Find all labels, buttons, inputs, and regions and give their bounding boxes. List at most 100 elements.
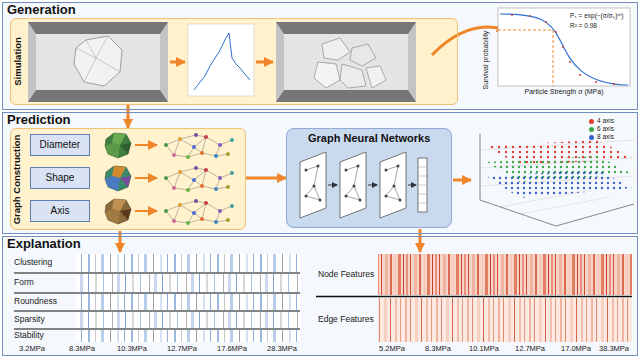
particle-graph: [164, 199, 234, 225]
polyhedron: [105, 143, 120, 158]
gnn-layers: [305, 165, 402, 202]
survival-plot: [562, 46, 564, 48]
survival-plot: [511, 14, 513, 16]
polyhedron: [105, 133, 131, 224]
gnn-layers: [300, 152, 427, 218]
gnn-layers: [380, 152, 406, 218]
simulation-render: [366, 66, 386, 88]
feature-heatmap: [76, 330, 300, 342]
row-label: Clustering: [14, 258, 52, 268]
gnn-layers: [306, 166, 320, 200]
feature-heatmap: [76, 294, 300, 310]
gnn-layers: [346, 166, 360, 200]
tick-label: 10.3MPa: [117, 345, 147, 354]
particle-graph: [164, 133, 234, 159]
scatter-plot: [486, 170, 632, 198]
gnn-layers: [306, 166, 400, 200]
gnn-layers: [340, 152, 366, 218]
legend-swatch: [589, 119, 594, 124]
survival-plot: [579, 74, 581, 76]
process-arrow: [119, 231, 122, 252]
gnn-layers: [328, 185, 416, 186]
tick-label: 3.2MPa: [19, 345, 45, 354]
feature-heatmap: [76, 274, 300, 292]
gnn-layers: [399, 199, 402, 202]
row-label: Edge Features: [318, 315, 374, 325]
scatter-plot: [480, 134, 634, 226]
process-arrow: [170, 27, 506, 62]
process-arrow: [120, 180, 471, 252]
gnn-layers: [393, 185, 396, 188]
survival-plot: [500, 14, 628, 85]
simulation-render: [28, 22, 168, 102]
section-title: Prediction: [7, 113, 71, 128]
gnn-title: Graph Neural Networks: [308, 132, 430, 145]
simulation-render: [350, 44, 376, 66]
gnn-layers: [357, 165, 360, 168]
panel-fills: [2, 2, 638, 110]
polyhedron: [120, 209, 131, 220]
legend-text: 6 axis: [597, 125, 614, 132]
gnn-layers: [353, 185, 356, 188]
axis-label: Particle Strength σ (MPa): [525, 88, 604, 96]
legend-text: 8 axis: [597, 133, 614, 140]
flow-arrow: [246, 177, 286, 180]
gnn-layers: [305, 169, 308, 172]
legend-text: 4 axis: [597, 117, 614, 124]
simulation-render: [322, 38, 350, 60]
survival-plot: [511, 14, 615, 85]
polyhedron: [105, 199, 131, 224]
force-displacement-plot: [188, 24, 254, 96]
feature-box: Axis: [30, 200, 90, 222]
gnn-layers: [418, 176, 427, 177]
survival-plot: [613, 83, 615, 85]
gnn-layers: [418, 185, 427, 186]
feature-heatmap: [76, 312, 300, 328]
formula: R² = 0.98: [570, 22, 597, 29]
feature-heatmap: [14, 328, 300, 329]
feature-box: Shape: [30, 167, 90, 189]
simulation-render: [276, 22, 416, 102]
polyhedron: [120, 176, 131, 187]
gnn-layers: [418, 203, 427, 204]
survival-plot: [498, 8, 630, 86]
polyhedron: [120, 143, 131, 154]
feature-heatmap: [14, 273, 300, 329]
survival-plot: [555, 31, 557, 33]
section-title: Explanation: [7, 237, 81, 252]
survival-plot: [595, 81, 597, 83]
polyhedron: [105, 166, 131, 191]
survival-plot: [553, 30, 554, 86]
stage-box: Graph ConstructionDiameterShapeAxis: [10, 128, 246, 230]
survival-plot: [569, 61, 571, 63]
tick-label: 8.3MPa: [69, 345, 95, 354]
legend-swatch: [589, 135, 594, 140]
simulation-render: [340, 64, 366, 88]
panel-fills: [10, 18, 458, 105]
formula: Pₛ = exp(−(σ/σ₀)ᵐ): [570, 12, 623, 19]
gnn-layers: [317, 165, 320, 168]
simulation-render: [76, 48, 96, 58]
process-arrow: [135, 210, 157, 212]
feature-heatmap: [76, 254, 300, 272]
simulation-render: [96, 58, 120, 72]
gnn-layers: [397, 165, 400, 168]
feature-label: Axis: [51, 205, 70, 217]
section-panel: Explanation: [2, 236, 638, 356]
scatter-plot: [520, 197, 610, 214]
row-label: Stability: [14, 331, 44, 341]
row-label: Sparsity: [14, 315, 45, 325]
polyhedron: [105, 133, 131, 158]
simulation-render: [76, 36, 120, 82]
gnn-layers: [418, 167, 427, 168]
section-title: Generation: [7, 3, 76, 18]
stage-box: Simulation: [10, 18, 458, 105]
section-panel: PredictionGraph ConstructionDiameterShap…: [2, 112, 638, 234]
simulation-render: [84, 58, 96, 82]
simulation-render: [276, 22, 416, 102]
feature-heatmap: [14, 310, 300, 311]
process-arrow: [135, 145, 157, 211]
